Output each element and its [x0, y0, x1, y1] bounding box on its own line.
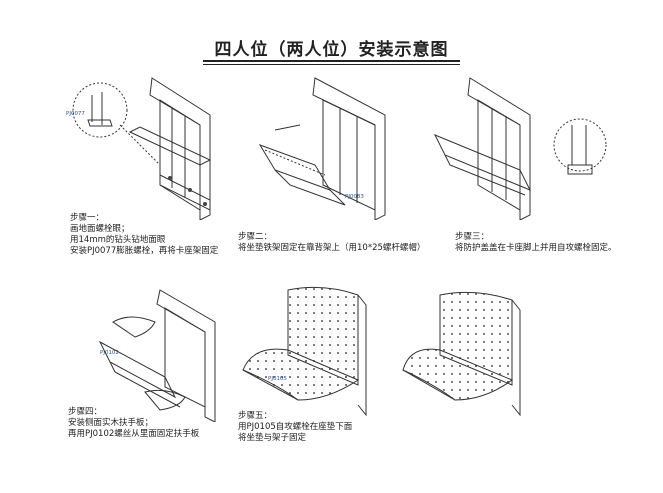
- title-underline: [203, 60, 460, 62]
- step1-figure: PJ0077: [66, 77, 212, 220]
- seat-platform: [433, 134, 532, 191]
- part-tag-pj0077: PJ0077: [66, 111, 85, 117]
- step5-figure: PJ0105: [242, 286, 367, 417]
- detail-circle: [72, 82, 128, 138]
- part-tag-pj0083: PJ0083: [345, 194, 364, 200]
- finished-seat-cushion: [402, 348, 514, 401]
- title-underline-thin: [203, 64, 460, 65]
- page-title: 四人位（两人位）安装示意图: [214, 40, 449, 60]
- seat-back: [312, 77, 386, 220]
- seat-cushion: [242, 348, 360, 401]
- seat-platform: [98, 340, 177, 399]
- armrest-board: [112, 316, 156, 338]
- step3-figure: [433, 77, 607, 220]
- step4-figure: PJ0102: [98, 289, 216, 422]
- step4-caption: 步骤四：安装侧面实木扶手板； 再用PJ0102螺丝从里面固定扶手板: [68, 407, 200, 439]
- step1-caption: 步骤一：画地面螺栓眼； 用14mm的钻头钻地面眼安装PJ0077膨胀螺栓，再将卡…: [70, 213, 219, 256]
- seat-back: [467, 77, 531, 220]
- seat-back-frame: [149, 77, 211, 220]
- step2-figure: PJ0083: [258, 77, 386, 220]
- step3-caption: 步骤三：将防护盖盖在卡座脚上并用自攻螺栓固定。: [455, 232, 617, 253]
- step5-caption: 步骤五：用PJ0105自攻螺栓在座垫下面 将坐垫与架子固定: [238, 411, 353, 443]
- seat-back: [156, 289, 216, 422]
- step2-caption: 步骤二：将坐垫铁架固定在靠背架上（用10*25螺杆螺帽）: [238, 232, 426, 253]
- floor-base: [159, 174, 211, 211]
- detail-circle: [553, 118, 607, 172]
- part-tag-pj0102: PJ0102: [100, 350, 119, 356]
- frame-rail: [128, 126, 212, 166]
- step6-figure: [402, 291, 521, 417]
- part-tag-pj0105: PJ0105: [268, 376, 287, 382]
